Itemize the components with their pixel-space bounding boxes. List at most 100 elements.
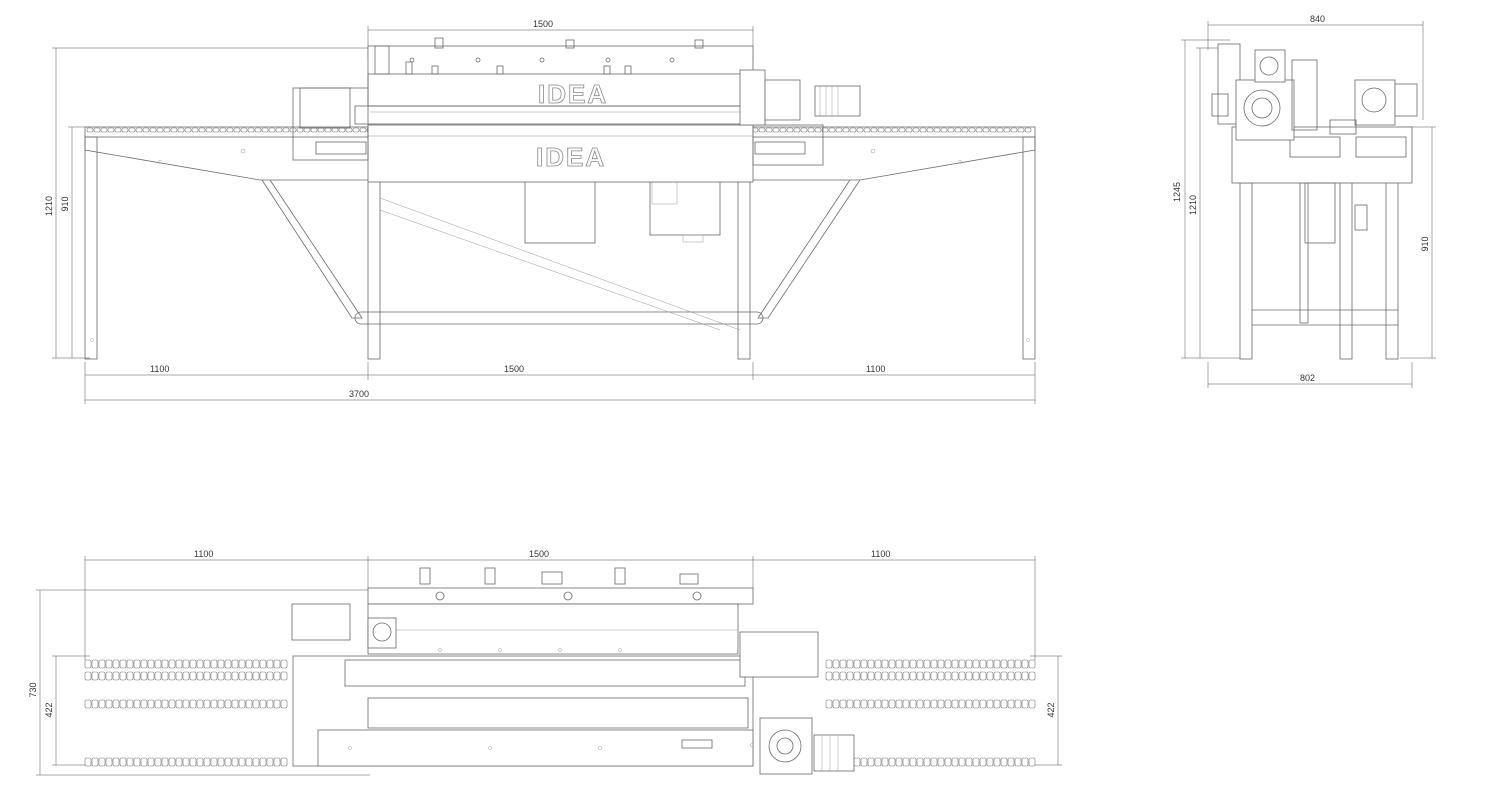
roller <box>909 699 917 709</box>
roller <box>1021 699 1029 709</box>
roller <box>895 699 903 709</box>
roller <box>91 699 99 709</box>
roller <box>856 127 864 133</box>
roller <box>989 127 997 133</box>
roller <box>198 127 206 133</box>
roller <box>853 699 861 709</box>
roller <box>112 671 120 681</box>
side-dim-bottom: 802 <box>1207 362 1413 388</box>
front-logo-lower: IDEA <box>536 142 606 172</box>
roller <box>140 699 148 709</box>
roller <box>902 671 910 681</box>
roller <box>259 659 267 669</box>
roller <box>1021 757 1029 767</box>
roller <box>105 671 113 681</box>
front-view: 1500 1210 910 <box>44 19 1036 404</box>
roller <box>923 699 931 709</box>
roller <box>933 127 941 133</box>
roller <box>1000 671 1008 681</box>
roller <box>168 671 176 681</box>
roller <box>156 127 164 133</box>
roller <box>849 127 857 133</box>
roller <box>282 127 290 133</box>
roller <box>853 659 861 669</box>
roller <box>238 659 246 669</box>
roller <box>944 699 952 709</box>
roller <box>902 757 910 767</box>
roller <box>196 671 204 681</box>
roller <box>979 671 987 681</box>
roller <box>98 659 106 669</box>
roller <box>832 699 840 709</box>
plan-dim-left: 1100 <box>194 549 213 559</box>
roller <box>168 757 176 767</box>
roller <box>1014 757 1022 767</box>
roller <box>902 659 910 669</box>
roller <box>105 757 113 767</box>
roller <box>182 659 190 669</box>
roller <box>1014 699 1022 709</box>
roller <box>149 127 157 133</box>
roller <box>317 127 325 133</box>
roller <box>259 699 267 709</box>
roller <box>982 127 990 133</box>
roller <box>238 699 246 709</box>
roller <box>247 127 255 133</box>
roller <box>196 659 204 669</box>
roller <box>238 757 246 767</box>
roller <box>296 127 304 133</box>
roller <box>245 659 253 669</box>
roller <box>182 671 190 681</box>
roller <box>175 671 183 681</box>
roller <box>1028 757 1036 767</box>
roller <box>84 757 92 767</box>
roller <box>98 757 106 767</box>
roller <box>191 127 199 133</box>
roller <box>1000 659 1008 669</box>
roller <box>163 127 171 133</box>
roller <box>119 659 127 669</box>
roller <box>902 699 910 709</box>
roller <box>881 699 889 709</box>
roller <box>121 127 129 133</box>
side-dim-height-c: 910 <box>1420 236 1430 251</box>
roller <box>930 659 938 669</box>
roller <box>951 671 959 681</box>
roller <box>254 127 262 133</box>
roller <box>1014 671 1022 681</box>
roller <box>224 671 232 681</box>
roller <box>958 659 966 669</box>
roller <box>874 659 882 669</box>
side-view: 840 1245 1210 910 <box>1172 14 1436 388</box>
roller <box>105 659 113 669</box>
roller <box>252 699 260 709</box>
roller <box>1028 671 1036 681</box>
roller <box>175 699 183 709</box>
roller <box>986 659 994 669</box>
roller <box>119 671 127 681</box>
side-dim-height-b: 1210 <box>1188 195 1198 215</box>
roller <box>965 757 973 767</box>
plan-dim-right: 1100 <box>871 549 890 559</box>
roller <box>891 127 899 133</box>
roller <box>280 659 288 669</box>
roller <box>126 659 134 669</box>
roller <box>895 671 903 681</box>
front-dim-bottom: 1100 1500 1100 3700 <box>84 362 1036 404</box>
roller <box>91 671 99 681</box>
roller <box>84 699 92 709</box>
roller <box>84 671 92 681</box>
roller <box>147 671 155 681</box>
roller <box>133 671 141 681</box>
roller <box>877 127 885 133</box>
roller <box>947 127 955 133</box>
roller <box>84 659 92 669</box>
roller <box>1014 659 1022 669</box>
roller <box>951 757 959 767</box>
plan-dim-depth: 730 422 422 <box>28 589 1062 776</box>
roller <box>98 671 106 681</box>
roller <box>280 671 288 681</box>
roller <box>846 659 854 669</box>
roller <box>93 127 101 133</box>
roller <box>133 699 141 709</box>
